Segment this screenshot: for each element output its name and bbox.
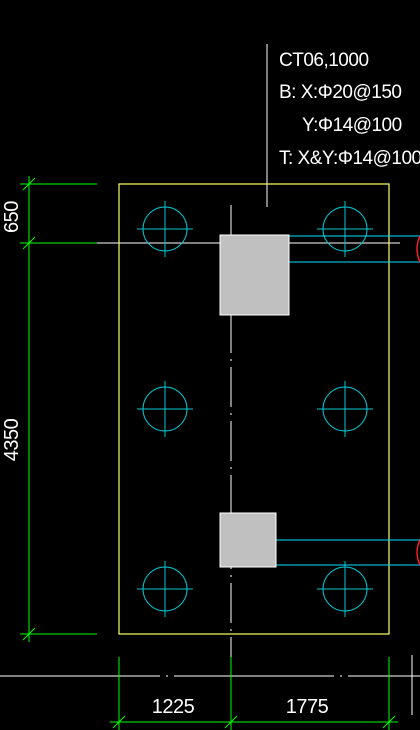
left-dimension [20, 176, 97, 642]
pile-top-left[interactable] [137, 201, 193, 257]
pile-cap-annotation[interactable]: CT06,1000 B: X:Φ20@150 Y:Φ14@100 T: X&Y:… [279, 50, 420, 169]
piles [137, 201, 373, 617]
column-top[interactable] [219, 234, 290, 316]
dim-left-main-text: 4350 [1, 418, 23, 461]
column-bottom[interactable] [219, 512, 277, 568]
bottom-dimension [110, 657, 398, 730]
dim-left-top-text: 650 [1, 201, 23, 233]
red-markers [416, 235, 420, 566]
axis-lines [0, 205, 420, 730]
pile-top-right[interactable] [317, 201, 373, 257]
beam-lines [276, 235, 420, 566]
annotation-line-3: Y:Φ14@100 [302, 115, 402, 136]
dim-bottom-right-text: 1775 [286, 696, 329, 718]
pile-cap-outline[interactable] [118, 183, 390, 635]
pile-middle-right[interactable] [317, 381, 373, 437]
pile-bottom-right[interactable] [317, 561, 373, 617]
annotation-line-4: T: X&Y:Φ14@100 [279, 148, 420, 169]
dim-bottom-left-text: 1225 [152, 696, 195, 718]
pile-bottom-left[interactable] [137, 561, 193, 617]
annotation-line-1: CT06,1000 [279, 50, 369, 71]
pile-middle-left[interactable] [137, 381, 193, 437]
annotation-line-2: B: X:Φ20@150 [279, 82, 401, 103]
